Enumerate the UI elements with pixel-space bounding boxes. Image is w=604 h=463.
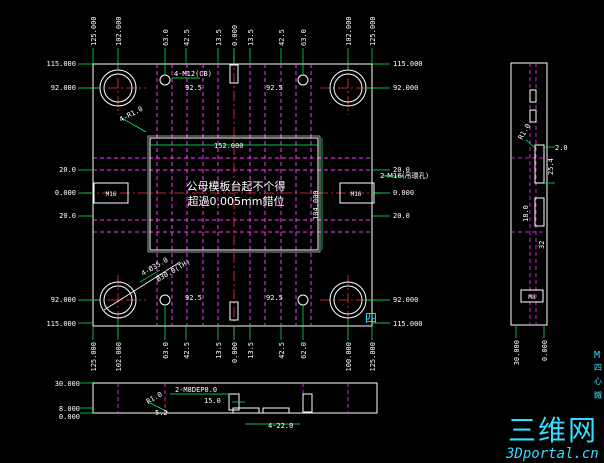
watermark-char-2: 心 [594,377,602,386]
cavity-fillet [147,135,321,253]
top-dimension-texts: 125.000 102.000 63.0 42.5 13.5 0.000 13.… [90,16,377,46]
m16-callout: 2-M16(吊環孔) [380,172,429,180]
bottom-dim-7: 42.5 [278,342,286,359]
dimension-lines [78,48,404,340]
top-dim-6: 13.5 [247,29,255,46]
top-dim-0: 125.000 [90,16,98,46]
bottom-dim-10: 125.000 [369,342,377,372]
side-d3: 18.0 [522,205,530,222]
side-hidden-lines [511,63,547,325]
left-dim-2: 20.0 [59,166,76,174]
right-dim-3: 0.000 [393,189,414,197]
watermark-char-1: 四 [594,363,602,372]
label-925-br: 92.5 [266,294,283,302]
side-dim-lines [515,139,555,338]
top-dim-5: 0.000 [231,25,239,46]
front-left-1: 8.000 [59,405,80,413]
right-dim-1: 92.000 [393,84,418,92]
bottom-dim-2: 63.0 [162,342,170,359]
side-view: R1.0 2.0 25.4 18.0 32 M8 30.000 0.000 [510,62,568,365]
left-dimension-texts: 115.000 92.000 20.0 0.000 20.0 92.000 11… [46,60,76,328]
bottom-dim-5: 0.000 [231,342,239,363]
watermark-url: 3Dportal.cn [505,446,599,462]
cavity-outline [149,137,319,251]
right-dimension-texts: 115.000 92.000 20.0 0.000 20.0 92.000 11… [393,60,423,328]
watermark-char-3: 鐵 [594,390,602,400]
right-dim-4: 20.0 [393,212,410,220]
bottom-dim-6: 13.5 [247,342,255,359]
front-left-0: 30.000 [55,380,80,388]
front-features [228,393,313,414]
bottom-dim-4: 13.5 [215,342,223,359]
top-view: M16 M16 [84,55,382,335]
bottom-dim-1: 102.000 [115,342,123,372]
front-dim-lines [80,382,300,425]
top-dim-1: 102.000 [115,16,123,46]
plate-outline [92,63,373,327]
tolerance-note: 公母模板台起不个得 超過0.005mm錯位 [187,179,286,208]
top-dim-9: 102.000 [345,16,353,46]
front-callout: 2-M8DEP8.0 [175,386,217,394]
side-bottom-left: 30.000 [513,340,521,365]
r-leader [119,116,147,133]
top-dim-3: 42.5 [183,29,191,46]
side-features [520,89,545,303]
hidden-lines [93,64,372,326]
right-dim-5: 92.000 [393,296,418,304]
m16-tag-left: M16 [106,191,117,198]
top-dim-7: 42.5 [278,29,286,46]
right-dim-0: 115.000 [393,60,423,68]
left-dim-1: 92.000 [51,84,76,92]
top-dim-4: 13.5 [215,29,223,46]
cavity-height-label: 104.000 [312,190,320,220]
m16-tag-right: M16 [351,191,362,198]
watermark-side-chars: M 四 心 鐵 [594,350,602,400]
bottom-dim-3: 42.5 [183,342,191,359]
bottom-dimension-texts: 125.000 102.000 63.0 42.5 13.5 0.000 13.… [90,342,377,372]
label-925-tr: 92.5 [266,84,283,92]
watermark: 四 M 四 心 鐵 三维网 3Dportal.cn [365,311,602,462]
side-bottom-right: 0.000 [541,340,549,361]
front-d22: 4-22.0 [268,422,293,430]
label-925-bl: 92.5 [185,294,202,302]
side-tag: M8 [528,294,536,301]
front-d15: 15.0 [204,397,221,405]
left-dim-6: 115.000 [46,320,76,328]
top-dim-2: 63.0 [162,29,170,46]
bottom-dim-8: 62.0 [300,342,308,359]
cavity-width-label: 152.000 [214,142,244,150]
top-dim-8: 63.0 [300,29,308,46]
bottom-dim-9: 100.000 [345,342,353,372]
m12-callout: 4-M12(CB) [174,70,212,78]
left-dim-0: 115.000 [46,60,76,68]
top-dim-10: 125.000 [369,16,377,46]
front-d52: 5.2 [155,409,168,417]
watermark-brand: 三维网 [508,414,598,447]
watermark-mark: 四 [365,311,377,325]
bottom-dim-0: 125.000 [90,342,98,372]
watermark-char-0: M [594,350,600,361]
label-925-tl: 92.5 [185,84,202,92]
screw-holes [159,64,309,321]
side-outline [510,62,548,326]
side-d1: 2.0 [555,144,568,152]
side-d2: 25.4 [547,158,555,175]
note-line-1: 公母模板台起不个得 [187,179,286,193]
note-line-2: 超過0.005mm錯位 [188,194,285,208]
side-d4: 32 [538,241,546,249]
left-dim-4: 20.0 [59,212,76,220]
left-dim-3: 0.000 [55,189,76,197]
right-dim-2: 20.0 [393,166,410,174]
dia-leader [103,261,181,311]
right-dim-6: 115.000 [393,320,423,328]
left-dim-5: 92.000 [51,296,76,304]
front-left-2: 0.000 [59,413,80,421]
